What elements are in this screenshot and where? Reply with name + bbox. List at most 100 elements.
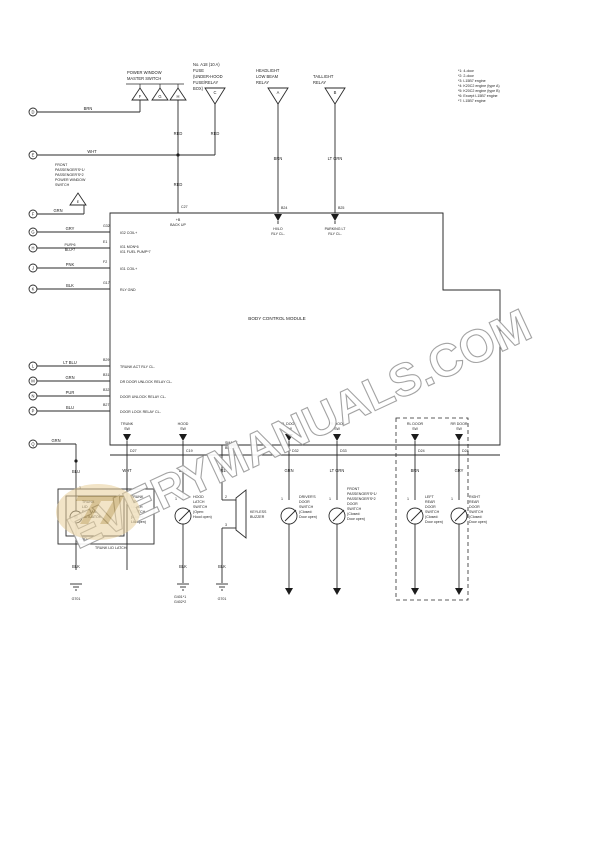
sw-label: RL DOOR [407, 422, 424, 426]
device-label: SWITCH [425, 510, 440, 514]
legend-item: *2: 2-door [458, 74, 475, 78]
hlb-title-line: RELAY [256, 80, 269, 85]
pin-function: IG1 COIL+ [120, 267, 137, 271]
device-pin: 1 [130, 489, 132, 493]
bcm-pin-id: D24 [418, 449, 425, 453]
legend-item: *6: Except L15B7 engine [458, 94, 498, 98]
device-label: Door open) [347, 517, 365, 521]
bcm-pin-label: RLY CL- [271, 232, 285, 236]
branch-rl-door-sw: RL DOOR SW D24 BRN 1 LEFT REAR DOOR SWIT… [406, 422, 443, 595]
device-label: (Closed: [469, 515, 482, 519]
sw-label: TRUNK [121, 422, 134, 426]
connector-label: G [158, 94, 161, 99]
wire-color: BLK [218, 564, 226, 569]
wire-color: GRY [455, 468, 464, 473]
device-label: Door open) [425, 520, 443, 524]
device-label: (Closed: [347, 512, 360, 516]
bcm-pin-id: C27 [181, 205, 188, 209]
wire-color: BRN [84, 106, 93, 111]
assembly-label: TRUNK LID LATCH [95, 546, 127, 550]
device-label: SWITCH [131, 510, 146, 514]
sw-label: RR DOOR [451, 422, 468, 426]
wire-color: PUR*6 [65, 243, 76, 247]
wire-color: GRN [65, 375, 74, 380]
wire-color: BRN [411, 468, 420, 473]
ground-label: G401*1 [174, 595, 186, 599]
ground-label: G701 [218, 597, 227, 601]
connector-G: G [151, 87, 169, 101]
top-wiring: D BRN E WHT RED RED RED C27 +B BACK UP [28, 100, 444, 290]
bcm-pin-id: D32 [292, 449, 299, 453]
power-window-master-switch-group: POWER WINDOW MASTER SWITCH F G H [126, 70, 187, 101]
connector-label: H [177, 94, 180, 99]
sw-label: SW [334, 427, 340, 431]
terminal-letter: K [32, 287, 35, 292]
device-pin: 1 [407, 497, 409, 501]
fuse-title-line: FUSE/RELAY [193, 80, 218, 85]
pin-id: B32 [103, 388, 109, 392]
ground-label: G701 [72, 597, 81, 601]
connector-label: E [77, 200, 80, 204]
device-label: (Closed: [131, 515, 144, 519]
fuse-title-line: (UNDER-HOOD [193, 74, 223, 79]
actuator-name: ACTUATOR [82, 515, 102, 519]
pwms-title-line: POWER WINDOW [127, 70, 162, 75]
device-pin: 1 [175, 497, 177, 501]
legend-item: *7: L15B7 engine [458, 99, 486, 103]
terminal-letter: D [32, 110, 35, 115]
left-terminals-lower: L LT BLU B29 TRUNK ACT RLY CL- M GRN B31… [28, 358, 173, 570]
device-label: Lid open) [131, 520, 146, 524]
actuator-pin-top: 3 [79, 486, 81, 490]
wire-color: BLU [72, 469, 80, 474]
sw-label: SW [124, 427, 130, 431]
device-label: RIGHT [469, 495, 481, 499]
connector-C: C [204, 87, 226, 105]
device-label: BUZZER [250, 515, 265, 519]
tl-title-line: TAILLIGHT [313, 74, 334, 79]
branch-smart-buzzer: SMART BUZZER YEL 2 3 KEYLESS BUZZER BLK … [216, 441, 267, 601]
device-label: LID [131, 500, 137, 504]
bcm-pin-id: B24 [281, 206, 287, 210]
device-label: Door open) [469, 520, 487, 524]
device-label: LATCH [193, 500, 205, 504]
device-label: SWITCH [347, 507, 362, 511]
terminal-letter: E [32, 153, 35, 158]
wire-color: BLK [66, 283, 74, 288]
wire-color: BRN [274, 156, 283, 161]
branch-fr-door-sw: FR DOOR SW D33 LT GRN 1 FRONT PASSENGER'… [328, 422, 377, 595]
device-pin-2: 3 [225, 523, 227, 527]
connector-B: B [324, 87, 346, 105]
wire-color: GRN [53, 208, 62, 213]
device-label: PASSENGER'S*1/ [347, 492, 377, 496]
ground-label-alt: G402*2 [174, 600, 186, 604]
legend-item: *3: L15B7 engine [458, 79, 486, 83]
sw-label: SW [286, 427, 292, 431]
bcm-pin-label: +B [176, 218, 181, 222]
bcm-pin-label: BACK UP [170, 223, 186, 227]
device-label: LATCH [131, 505, 143, 509]
wire-color: BLU [179, 468, 187, 473]
device-pin: 1 [451, 497, 453, 501]
sw-label: SW [412, 427, 418, 431]
actuator-name: LID [82, 505, 88, 509]
terminal-letter: N [32, 394, 35, 399]
fp-switch-line: PASSENGER'S*2 [55, 173, 84, 177]
pin-function: IG1 MON*6 [120, 245, 139, 249]
sw-label: HOOD [178, 422, 189, 426]
bcm-pin-id: D33 [340, 449, 347, 453]
bcm-pin-label: HI/LO [273, 227, 283, 231]
actuator-gnd-label: GND [79, 537, 87, 541]
fp-switch-line: PASSENGER'S*1/ [55, 168, 85, 172]
pin-id: B31 [103, 373, 109, 377]
bcm-pin-label: RLY CL- [328, 232, 342, 236]
device-pin: 1 [281, 497, 283, 501]
device-label: PASSENGER'S*2 [347, 497, 376, 501]
sw-label: SMART [225, 441, 238, 445]
bcm-pin-id: D28 [462, 449, 469, 453]
sw-label: FL DOOR [281, 422, 297, 426]
pin-function: TRUNK ACT RLY CL- [120, 365, 156, 369]
device-label: FRONT [347, 487, 360, 491]
wire-color: BLK [72, 564, 80, 569]
hlb-title-line: LOW BEAM [256, 74, 279, 79]
